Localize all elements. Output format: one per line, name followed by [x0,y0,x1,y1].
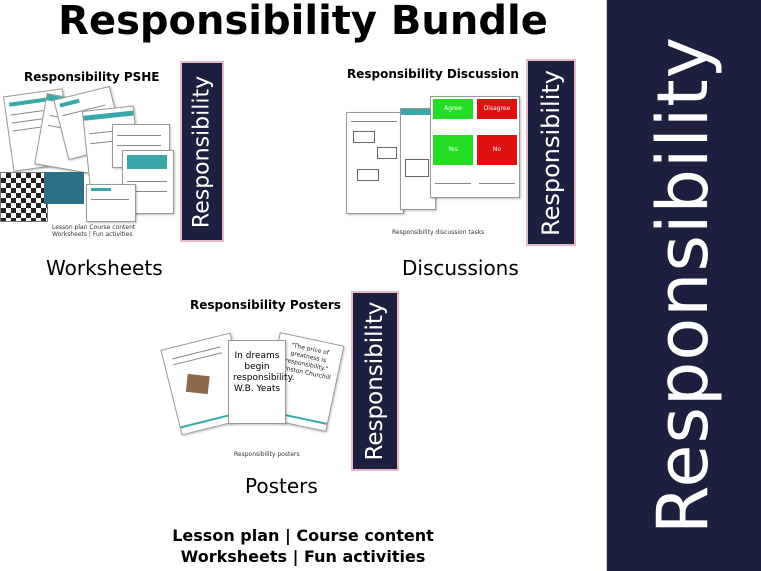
worksheet-thumbnail [86,184,136,222]
worksheets-caption: Worksheets [46,256,163,280]
worksheets-mini-banner: Responsibility [180,61,224,242]
discussions-caption: Discussions [402,256,519,280]
discussions-mini-banner: Responsibility [526,59,576,246]
game-board-thumbnail [0,172,48,222]
disagree-box: Disagree [477,99,517,119]
discussions-footer: Responsibility discussion tasks [392,229,485,236]
posters-mini-banner: Responsibility [351,291,399,471]
posters-banner-text: Responsibility [362,301,388,461]
worksheet-thumbnail [122,150,174,214]
no-box: No [477,135,517,165]
worksheets-panel-title: Responsibility PSHE [24,70,160,84]
posters-panel-title: Responsibility Posters [190,298,341,312]
cover-thumbnail [44,172,84,204]
agree-disagree-thumbnail: Agree Disagree Yes No [430,96,520,198]
side-banner [606,0,761,571]
side-banner-text: Responsibility [642,35,724,535]
discussions-panel-title: Responsibility Discussion [347,67,519,81]
page-title: Responsibility Bundle [58,0,548,44]
bottom-line-2: Worksheets | Fun activities [180,547,426,566]
discussions-banner-text: Responsibility [537,69,565,236]
posters-caption: Posters [245,474,318,498]
discussion-thumbnail [346,112,404,214]
poster-thumbnail-center: In dreams begin responsibility. W.B. Yea… [228,340,295,424]
worksheets-banner-text: Responsibility [189,75,215,228]
worksheets-small-label-1: Lesson plan Course content [52,224,136,231]
poster-quote-a: In dreams begin responsibility. W.B. Yea… [233,351,295,394]
worksheets-small-label-2: Worksheets | Fun activities [52,231,133,238]
agree-box: Agree [433,99,473,119]
yes-box: Yes [433,135,473,165]
posters-footer: Responsibility posters [234,451,300,458]
bottom-line-1: Lesson plan | Course content [172,526,434,545]
